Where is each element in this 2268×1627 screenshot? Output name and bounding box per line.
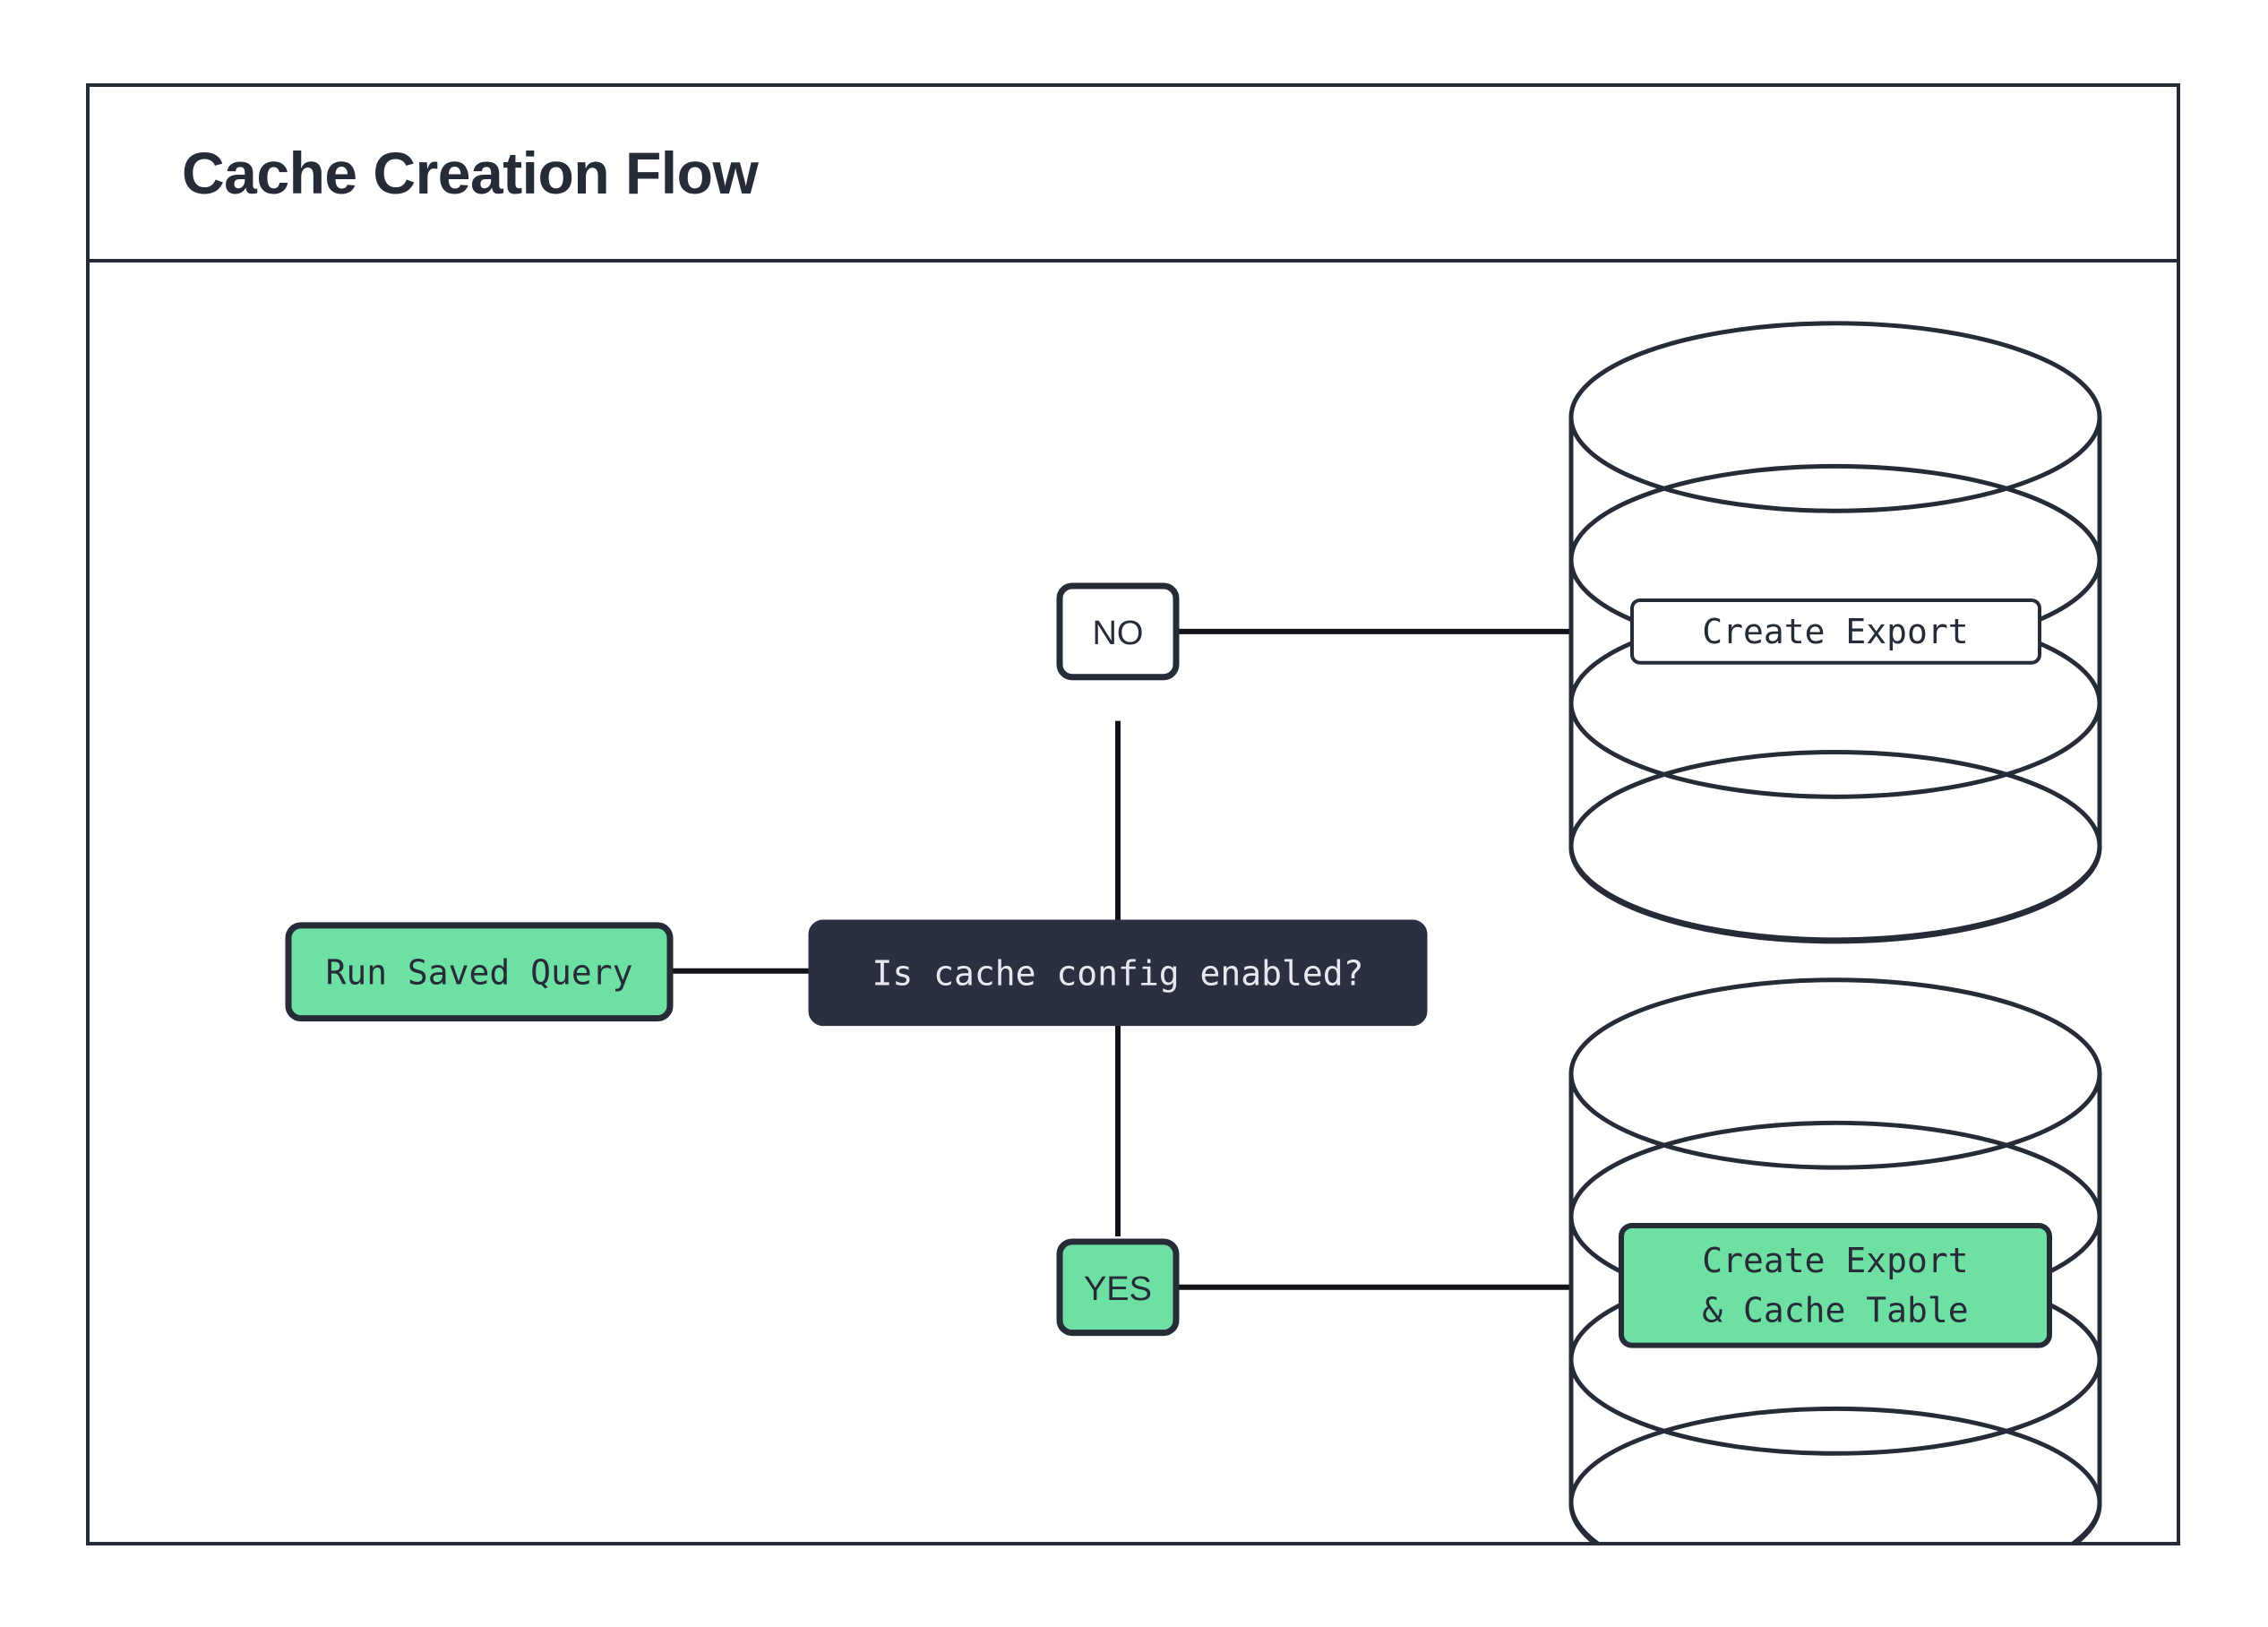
database-export-label-chip: Create Export: [1630, 598, 2041, 665]
node-branch-no-label: NO: [1093, 615, 1144, 652]
page-title: Cache Creation Flow: [182, 140, 759, 206]
diagram-canvas: Create Export Create Export: [90, 263, 2177, 1542]
node-branch-yes-label: YES: [1084, 1270, 1152, 1308]
node-run-saved-query[interactable]: Run Saved Query: [285, 922, 674, 1022]
database-export-cache-label-chip: Create Export & Cache Table: [1619, 1222, 2052, 1348]
diagram-frame: Cache Creation Flow: [86, 83, 2180, 1545]
database-export-cache-label-line1: Create Export: [1702, 1241, 1968, 1280]
node-decision-cache-config-label: Is cache config enabled?: [872, 954, 1364, 994]
database-export-cache-label-line2: & Cache Table: [1702, 1291, 1968, 1330]
database-export-cache-cylinder[interactable]: Create Export & Cache Table: [1568, 977, 2102, 1542]
database-export-label: Create Export: [1702, 612, 1968, 651]
node-branch-yes[interactable]: YES: [1056, 1238, 1180, 1337]
diagram-header: Cache Creation Flow: [90, 87, 2177, 263]
flowchart-svg: Create Export Create Export: [285, 321, 2102, 1542]
database-export-cylinder[interactable]: Create Export: [1568, 321, 2102, 944]
node-run-saved-query-label: Run Saved Query: [325, 953, 632, 993]
node-decision-cache-config[interactable]: Is cache config enabled?: [808, 919, 1428, 1027]
node-branch-no[interactable]: NO: [1056, 582, 1180, 681]
